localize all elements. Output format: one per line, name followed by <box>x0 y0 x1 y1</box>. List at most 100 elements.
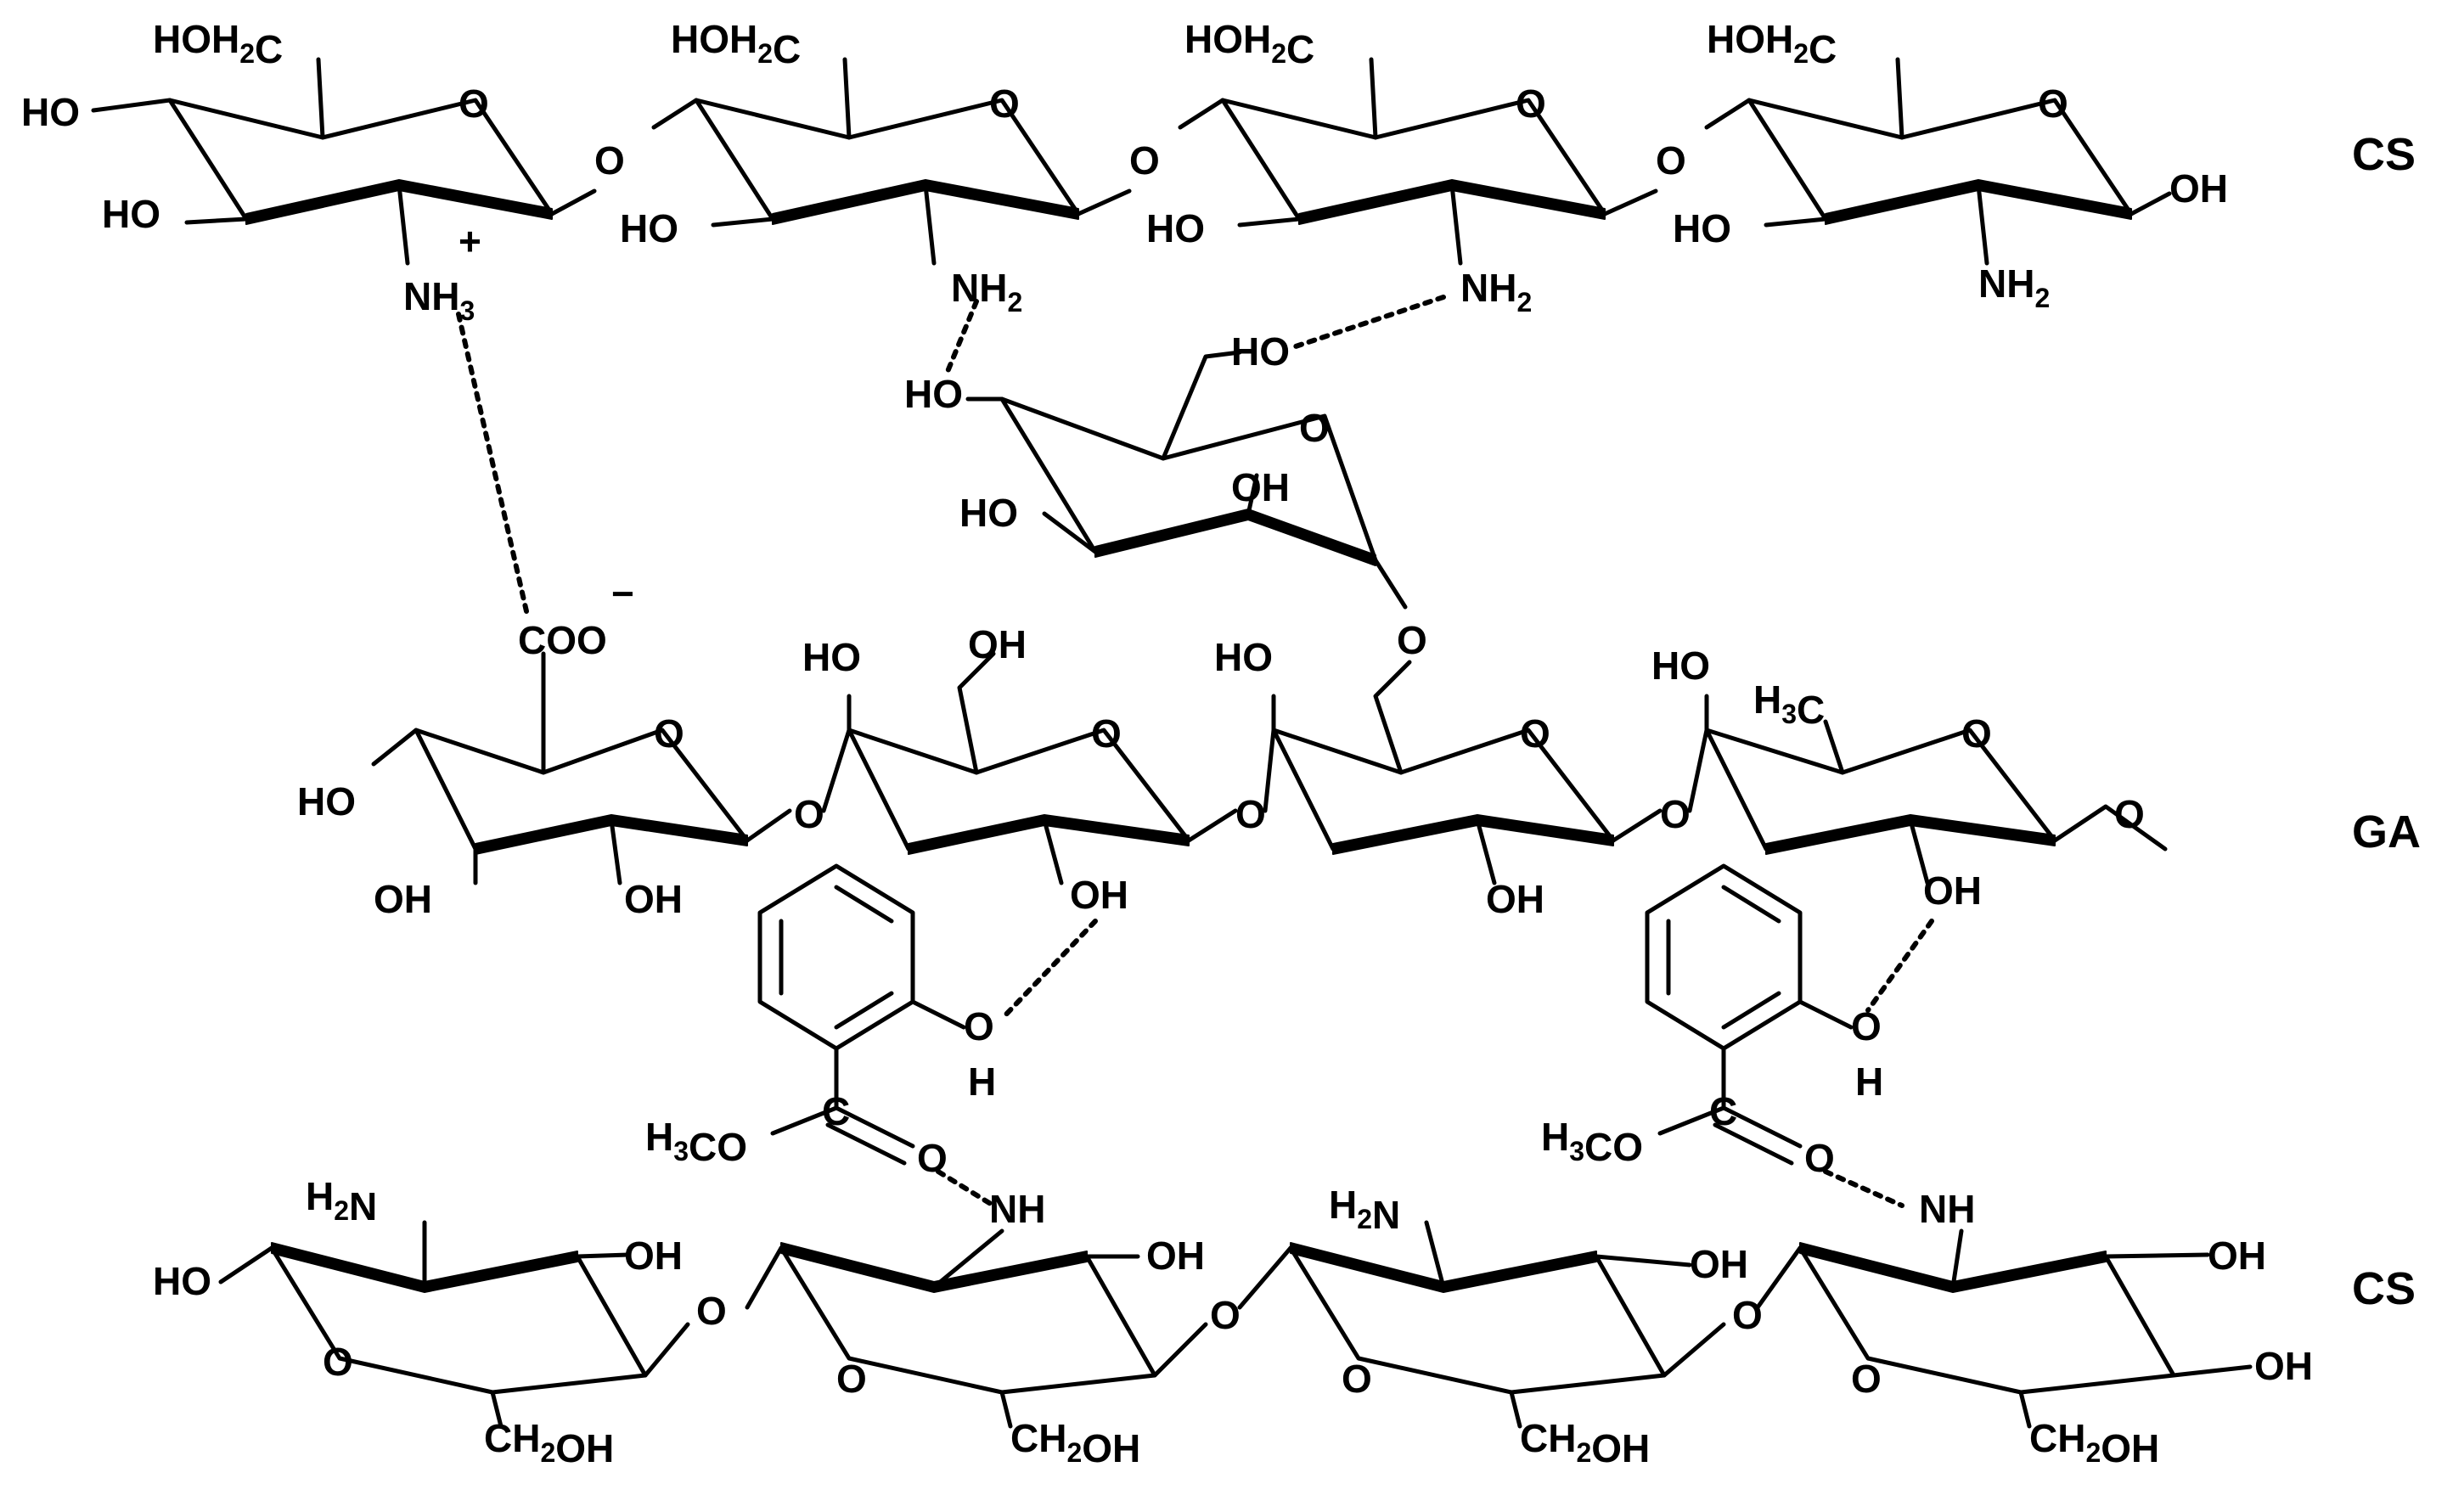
hydroxymethyl-label: CH2OH <box>2029 1416 2159 1470</box>
hydroxymethyl-label: CH2OH <box>1010 1416 1140 1470</box>
oxygen-label: O <box>1520 711 1550 756</box>
ga-ring-4 <box>1687 694 2168 885</box>
hydroxyl-label: OH <box>374 877 432 921</box>
ammonium-label: NH3 <box>403 274 475 326</box>
oxygen-label: O <box>2114 792 2145 836</box>
hydroxymethyl-label: HOH2C <box>671 17 801 71</box>
amine-nh2-label: NH2 <box>1978 261 2050 313</box>
carboxylate-label: COO <box>518 618 607 662</box>
amine-h2n-label: H2N <box>1329 1183 1400 1237</box>
oxygen-label: O <box>1397 618 1427 662</box>
hydroxymethyl-label: CH2OH <box>1520 1416 1650 1470</box>
phenol-right <box>1645 863 1854 1166</box>
oxygen-label: O <box>1732 1293 1763 1337</box>
amine-h2n-label: H2N <box>306 1174 377 1228</box>
chain-label-ga: GA <box>2352 807 2421 857</box>
hydroxyl-label: OH <box>1231 465 1290 509</box>
hydroxyl-label: HO <box>1673 206 1731 250</box>
oxygen-label: O <box>1516 82 1546 126</box>
hydroxymethyl-label: HOH2C <box>1707 17 1837 71</box>
amine-nh2-label: NH2 <box>951 266 1022 318</box>
positive-charge-label: + <box>459 219 481 263</box>
oxygen-label: O <box>836 1357 867 1401</box>
oxygen-label: O <box>1342 1357 1372 1401</box>
oxygen-label: O <box>323 1340 353 1384</box>
amine-nh-label: NH <box>1919 1187 1975 1231</box>
oxygen-label: O <box>654 711 684 756</box>
top-cs-ring-2 <box>651 57 1132 266</box>
top-cs-ring-1 <box>91 57 597 266</box>
oxygen-label: O <box>989 82 1020 126</box>
hydroxyl-label: HO <box>21 90 80 134</box>
methoxy-label: H3CO <box>645 1115 747 1169</box>
negative-charge-label: − <box>611 571 634 615</box>
hydrogen-label: H <box>1855 1060 1883 1104</box>
hydroxyl-label: OH <box>2169 166 2228 211</box>
methoxy-label: H3CO <box>1541 1115 1643 1169</box>
amine-nh-label: NH <box>989 1187 1045 1231</box>
hydroxymethyl-label: HOH2C <box>153 17 283 71</box>
hydrogen-label: H <box>968 1060 996 1104</box>
hydroxyl-label: HO <box>1651 644 1710 688</box>
oxygen-label: O <box>696 1289 727 1333</box>
oxygen-label: O <box>594 138 625 183</box>
hydroxyl-label: OH <box>2208 1234 2266 1278</box>
bottom-cs-ring-1 <box>218 1220 690 1429</box>
hydroxyl-label: OH <box>624 1234 683 1278</box>
hydroxyl-label: OH <box>1923 868 1982 913</box>
oxygen-label: O <box>1235 792 1266 836</box>
chain-label-cs-top: CS <box>2352 129 2416 180</box>
hydroxyl-label: HO <box>1231 329 1290 374</box>
phenol-left <box>757 863 966 1166</box>
hydroxyl-label: OH <box>624 877 683 921</box>
hydroxyl-label: HO <box>1146 206 1205 250</box>
bottom-cs-ring-4 <box>1755 1228 2253 1429</box>
top-cs-ring-3 <box>1178 57 1658 266</box>
chain-label-cs-bottom: CS <box>2352 1263 2416 1314</box>
oxygen-label: O <box>1660 792 1691 836</box>
ga-ring-2 <box>821 651 1238 885</box>
oxygen-label: O <box>1851 1357 1882 1401</box>
oxygen-label: O <box>794 792 824 836</box>
amine-nh2-label: NH2 <box>1460 266 1532 318</box>
oxygen-label: O <box>917 1136 948 1180</box>
oxygen-label: O <box>1091 711 1122 756</box>
branch-sugar-ring <box>965 350 1408 610</box>
hydroxyl-label: HO <box>904 372 963 416</box>
oxygen-label: O <box>2038 82 2068 126</box>
methyl-label: H3C <box>1753 677 1825 732</box>
hydroxyl-label: OH <box>968 622 1027 666</box>
hydroxyl-label: OH <box>2254 1344 2313 1388</box>
hydrogen-bonds <box>456 295 1934 1208</box>
carbon-label: C <box>822 1089 850 1133</box>
oxygen-label: O <box>1299 406 1330 450</box>
hydroxyl-label: OH <box>1146 1234 1205 1278</box>
carbon-label: C <box>1709 1089 1737 1133</box>
bottom-cs-ring-3 <box>1237 1220 1726 1429</box>
oxygen-label: O <box>964 1004 994 1048</box>
bottom-cs-ring-2 <box>745 1228 1208 1429</box>
hydroxyl-label: HO <box>102 192 160 236</box>
ga-ring-3 <box>1263 660 1663 885</box>
hydroxyl-label: HO <box>620 206 678 250</box>
ga-ring-1 <box>371 651 792 885</box>
hydroxyl-label: HO <box>1214 635 1273 679</box>
oxygen-label: O <box>1804 1136 1835 1180</box>
hydroxyl-label: OH <box>1486 877 1544 921</box>
oxygen-label: O <box>1961 711 1992 756</box>
oxygen-label: O <box>459 82 489 126</box>
hydroxymethyl-label: CH2OH <box>484 1416 614 1470</box>
hydroxymethyl-label: HOH2C <box>1184 17 1314 71</box>
hydroxyl-label: HO <box>959 491 1018 535</box>
oxygen-label: O <box>1656 138 1686 183</box>
hydroxyl-label: HO <box>802 635 861 679</box>
oxygen-label: O <box>1851 1004 1882 1048</box>
oxygen-label: O <box>1210 1293 1241 1337</box>
top-cs-ring-4 <box>1704 57 2172 266</box>
hydroxyl-label: OH <box>1070 873 1128 917</box>
hydroxyl-label: HO <box>153 1259 211 1303</box>
hydroxyl-label: OH <box>1690 1242 1748 1286</box>
